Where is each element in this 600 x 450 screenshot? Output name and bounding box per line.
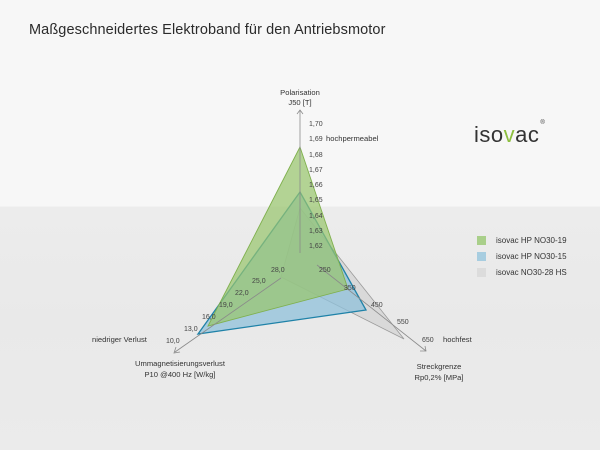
tick-right: 450 (371, 302, 383, 309)
legend-swatch (477, 251, 486, 261)
tick-top: 1,67 (309, 167, 323, 174)
legend-swatch (477, 267, 486, 277)
tick-left: 10,0 (166, 338, 180, 345)
tick-right: 350 (344, 285, 356, 292)
axis-top-label: Polarisation (280, 88, 320, 97)
tick-right: 650 (422, 337, 434, 344)
axis-left-label: Ummagnetisierungsverlust (135, 359, 226, 368)
legend-item: isovac HP NO30-15 (477, 248, 567, 264)
axis-right-arrow (420, 345, 427, 352)
axis-top-annotation: hochpermeabel (326, 134, 379, 143)
axis-left-arrow (173, 346, 181, 354)
axis-top-arrow (296, 109, 304, 115)
axis-right (316, 264, 427, 352)
legend-swatch (477, 235, 486, 245)
tick-left: 28,0 (271, 267, 285, 274)
axis-left-annotation: niedriger Verlust (92, 335, 148, 344)
legend-item: isovac NO30-28 HS (477, 264, 567, 280)
axis-left (174, 277, 282, 353)
tick-top: 1,63 (309, 228, 323, 235)
tick-right: 550 (397, 319, 409, 326)
tick-left: 22,0 (235, 290, 249, 297)
isovac-logo: isovac® (474, 120, 546, 147)
page-title: Maßgeschneidertes Elektroband für den An… (29, 22, 386, 38)
tick-top: 1,66 (309, 182, 323, 189)
tick-left: 13,0 (184, 326, 198, 333)
legend-item: isovac HP NO30-19 (477, 232, 567, 248)
axis-right-unit: Rp0,2% [MPa] (415, 373, 464, 382)
axis-right-annotation: hochfest (443, 335, 473, 344)
axis-right-label: Streckgrenze (417, 362, 462, 371)
axis-left-unit: P10 @400 Hz [W/kg] (144, 370, 215, 379)
tick-top: 1,64 (309, 213, 323, 220)
tick-top: 1,70 (309, 121, 323, 128)
tick-left: 19,0 (219, 302, 233, 309)
axis-top-unit: J50 [T] (288, 98, 311, 107)
chart-legend: isovac HP NO30-19 isovac HP NO30-15 isov… (477, 232, 567, 280)
tick-left: 16,0 (202, 314, 216, 321)
tick-top: 1,65 (309, 197, 323, 204)
series-isovac-hp-no30-19 (207, 145, 349, 327)
tick-left: 25,0 (252, 278, 266, 285)
tick-top: 1,68 (309, 152, 323, 159)
tick-right: 250 (319, 267, 331, 274)
tick-top: 1,69 (309, 136, 323, 143)
tick-top: 1,62 (309, 243, 323, 250)
